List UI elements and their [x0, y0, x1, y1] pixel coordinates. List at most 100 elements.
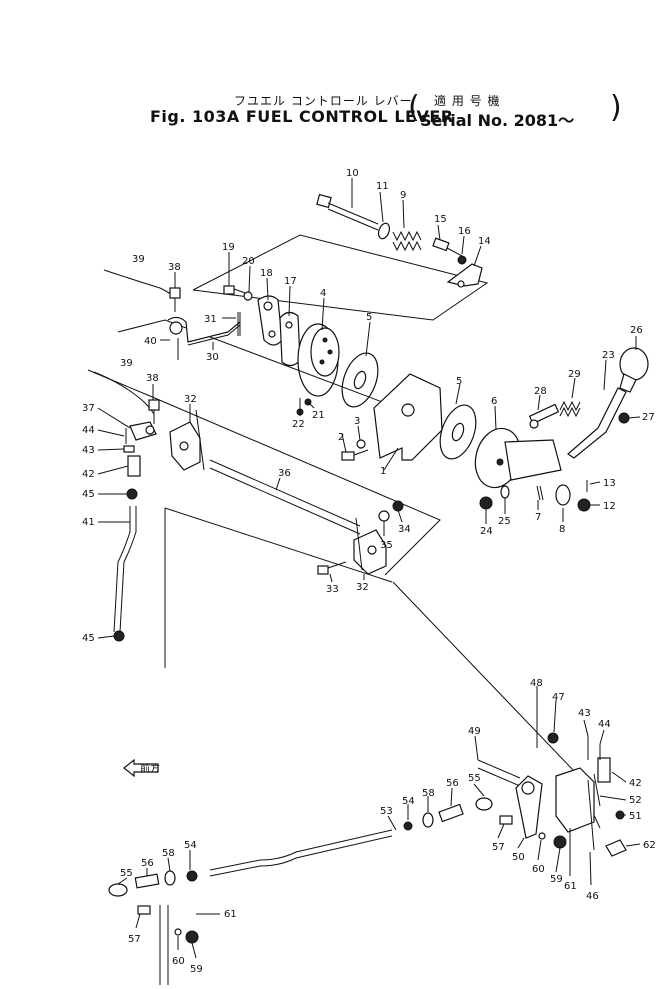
disc-hub-4: [297, 323, 340, 397]
callout-56-right: 56: [446, 778, 459, 789]
open-paren-glyph: (: [408, 90, 420, 125]
nut-59-left: [185, 930, 199, 944]
clevis-37: [129, 421, 157, 441]
bracket-46: [587, 779, 595, 851]
callout-5-upper: 5: [366, 312, 372, 323]
callout-12: 12: [603, 501, 616, 512]
callout-5-lower: 5: [456, 376, 462, 387]
nut-58-right: [422, 812, 434, 828]
callout-30: 30: [206, 352, 219, 363]
frame-shaft-36: [87, 369, 441, 668]
block-42-lower-right: [597, 757, 611, 783]
shaft-36: [209, 459, 361, 535]
callout-18: 18: [260, 268, 273, 279]
callout-61-left: 61: [224, 909, 237, 920]
page-header: フユエル コントロール レバー Fig. 103A FUEL CONTROL L…: [150, 90, 630, 138]
block-61-lower-right: [555, 767, 595, 833]
callout-44-lower-right: 44: [598, 719, 611, 730]
callout-60-right: 60: [532, 864, 545, 875]
washer-5-upper: [341, 352, 379, 408]
nut-54-right: [403, 821, 413, 831]
callout-58-left: 58: [162, 848, 175, 859]
rod-end-62: [605, 839, 627, 857]
callout-32-lower: 32: [356, 582, 369, 593]
callout-7: 7: [535, 512, 541, 523]
bracket-32-lower: [353, 517, 387, 575]
callout-11: 11: [376, 181, 389, 192]
callout-25: 25: [498, 516, 511, 527]
callout-46: 46: [586, 891, 599, 902]
callout-16: 16: [458, 226, 471, 237]
callout-14: 14: [478, 236, 491, 247]
bolt-19: [223, 285, 249, 295]
callout-3: 3: [354, 416, 360, 427]
callout-48: 48: [530, 678, 543, 689]
callout-8: 8: [559, 524, 565, 535]
nut-47: [547, 732, 559, 744]
callout-21: 21: [312, 410, 325, 421]
nut-24: [479, 496, 493, 510]
applicable-label: 適 用 号 機: [434, 94, 501, 108]
callout-54-right: 54: [402, 796, 415, 807]
washer-8: [555, 484, 571, 506]
bolt-10: [316, 193, 379, 231]
callout-39-lower: 39: [120, 358, 133, 369]
callout-39-upper: 39: [132, 254, 145, 265]
callout-9: 9: [400, 190, 406, 201]
callout-57-right: 57: [492, 842, 505, 853]
nut-45-lower: [113, 630, 125, 642]
callout-60-left: 60: [172, 956, 185, 967]
bracket-32-upper: [169, 409, 205, 471]
nut-27: [618, 412, 630, 424]
washer-25: [500, 485, 510, 499]
bolt-38-lower: [148, 399, 160, 424]
bolt-57-right: [499, 815, 513, 825]
callout-50: 50: [512, 852, 525, 863]
frame-top-bracket: [192, 234, 489, 321]
callout-15: 15: [434, 214, 447, 225]
callout-10: 10: [346, 168, 359, 179]
callout-19: 19: [222, 242, 235, 253]
callout-54-left: 54: [184, 840, 197, 851]
callout-40: 40: [144, 336, 157, 347]
rod-41: [113, 506, 137, 633]
callout-13: 13: [603, 478, 616, 489]
shaft-28: [528, 403, 560, 429]
callout-2: 2: [338, 432, 344, 443]
rod-49: [477, 759, 521, 787]
callout-43-upper: 43: [82, 445, 95, 456]
callout-62: 62: [643, 840, 656, 851]
callout-45-lower: 45: [82, 633, 95, 644]
bracket-14: [446, 263, 483, 288]
callout-42-upper: 42: [82, 469, 95, 480]
rod-end-56-right: [438, 803, 464, 823]
callout-23: 23: [602, 350, 615, 361]
knob-26: [619, 347, 649, 393]
block-42-upper: [127, 455, 141, 477]
rod-end-56-left: [134, 873, 160, 889]
callout-31: 31: [204, 314, 217, 325]
nut-45-upper: [126, 488, 138, 500]
figure-title: Fig. 103A FUEL CONTROL LEVER: [150, 107, 454, 126]
cable-39-upper: [103, 269, 175, 297]
callout-34: 34: [398, 524, 411, 535]
cable-39-lower: [93, 371, 155, 415]
front-arrow-label: 前方: [140, 762, 160, 775]
callout-29: 29: [568, 369, 581, 380]
plate-17: [279, 311, 301, 367]
callout-51: 51: [629, 811, 642, 822]
callout-56-left: 56: [141, 858, 154, 869]
rod-53: [209, 829, 393, 877]
callout-37: 37: [82, 403, 95, 414]
callout-26: 26: [630, 325, 643, 336]
washer-60-left: [174, 928, 182, 936]
callout-42-lower-right: 42: [629, 778, 642, 789]
bolt-43-upper: [123, 445, 135, 453]
rod-end-55-left: [108, 883, 128, 897]
bolt-57-left: [137, 905, 151, 915]
pin-7: [536, 485, 544, 501]
callout-20: 20: [242, 256, 255, 267]
callout-47: 47: [552, 692, 565, 703]
callout-38-lower: 38: [146, 373, 159, 384]
